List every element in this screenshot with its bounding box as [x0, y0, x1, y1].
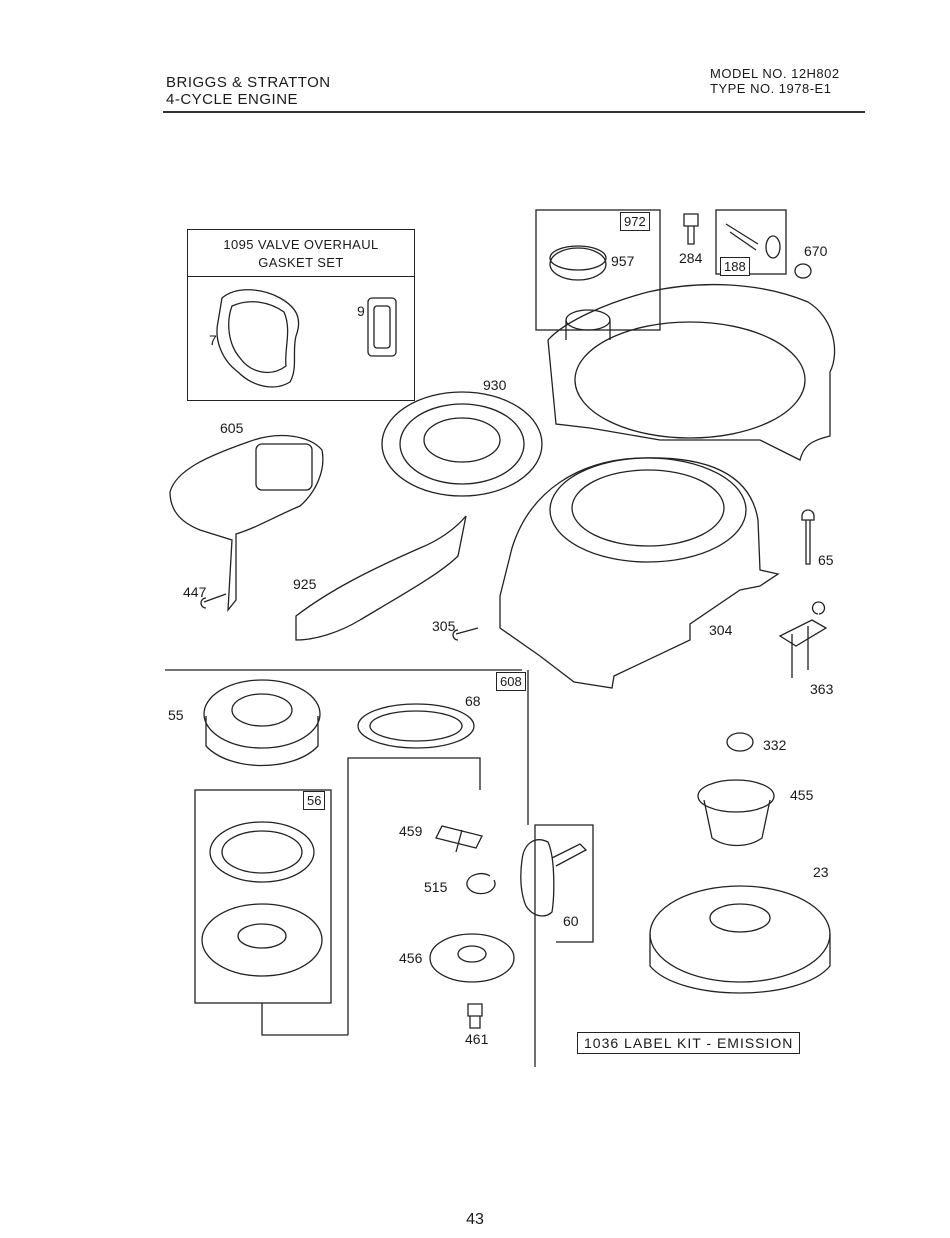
valve-overhaul-kit-box: 1095 VALVE OVERHAUL GASKET SET [187, 229, 415, 401]
part-label-461: 461 [465, 1031, 488, 1047]
part-label-60: 60 [563, 913, 579, 929]
part-label-7: 7 [209, 332, 217, 348]
clutch-455 [698, 780, 774, 812]
bushing-670 [795, 264, 811, 278]
fuel-cap-top [550, 246, 606, 270]
part-label-9: 9 [357, 303, 365, 319]
bracket-56-link [262, 1003, 348, 1035]
valve-188 [726, 224, 758, 250]
retainer-515 [467, 874, 495, 894]
washer-188 [766, 236, 780, 258]
screw-461 [468, 1004, 482, 1028]
part-label-459: 459 [399, 823, 422, 839]
part-label-305: 305 [432, 618, 455, 634]
blower-housing-304 [500, 458, 778, 688]
starter-housing-55 [204, 680, 320, 748]
boxed-part-608: 608 [496, 672, 526, 691]
part-label-363: 363 [810, 681, 833, 697]
screw-305 [453, 628, 478, 640]
screw-65 [802, 510, 814, 564]
ratchet-hub [458, 946, 486, 962]
starter-housing-center [232, 694, 292, 726]
nut-332 [727, 733, 753, 751]
fuel-cap [550, 248, 606, 280]
part-label-447: 447 [183, 584, 206, 600]
flywheel-23 [650, 886, 830, 982]
part-label-456: 456 [399, 950, 422, 966]
part-label-455: 455 [790, 787, 813, 803]
bracket-363 [780, 602, 826, 678]
rotating-screen-ring [400, 404, 524, 484]
part-label-925: 925 [293, 576, 316, 592]
part-label-605: 605 [220, 420, 243, 436]
boxed-part-188: 188 [720, 257, 750, 276]
part-label-957: 957 [611, 253, 634, 269]
part-label-55: 55 [168, 707, 184, 723]
screw-284 [684, 214, 698, 244]
air-guide-vents [256, 444, 312, 490]
starter-rope-coil [370, 711, 462, 741]
part-label-68: 68 [465, 693, 481, 709]
part-label-515: 515 [424, 879, 447, 895]
handle-insert [552, 844, 586, 866]
part-label-65: 65 [818, 552, 834, 568]
part-label-284: 284 [679, 250, 702, 266]
valve-overhaul-kit-line1: 1095 VALVE OVERHAUL [192, 236, 410, 254]
pulley-56 [202, 904, 322, 976]
valve-overhaul-kit-line2: GASKET SET [192, 254, 410, 272]
boxed-part-972: 972 [620, 212, 650, 231]
rotating-screen-930 [382, 392, 542, 496]
fuel-tank-shroud [548, 285, 835, 460]
pulley-hub [238, 924, 286, 948]
blower-housing-opening [572, 470, 724, 546]
starter-handle-60 [521, 840, 554, 916]
part-label-670: 670 [804, 243, 827, 259]
starter-ratchet-456 [430, 934, 514, 982]
valve-overhaul-kit-title: 1095 VALVE OVERHAUL GASKET SET [188, 230, 414, 277]
starter-dog-459 [436, 826, 482, 852]
rotating-screen-hub [424, 418, 500, 462]
clutch-body [704, 800, 770, 846]
part-label-304: 304 [709, 622, 732, 638]
starter-housing-side [206, 716, 318, 766]
label-kit-emission: 1036 LABEL KIT - EMISSION [577, 1032, 800, 1054]
page-number: 43 [0, 1211, 950, 1229]
part-label-930: 930 [483, 377, 506, 393]
flywheel-hub [710, 904, 770, 932]
boxed-part-56: 56 [303, 791, 325, 810]
flywheel-rim [650, 934, 830, 993]
part-label-23: 23 [813, 864, 829, 880]
bracket-608-left [348, 758, 480, 1035]
part-label-332: 332 [763, 737, 786, 753]
rewind-spring-inner [222, 831, 302, 873]
